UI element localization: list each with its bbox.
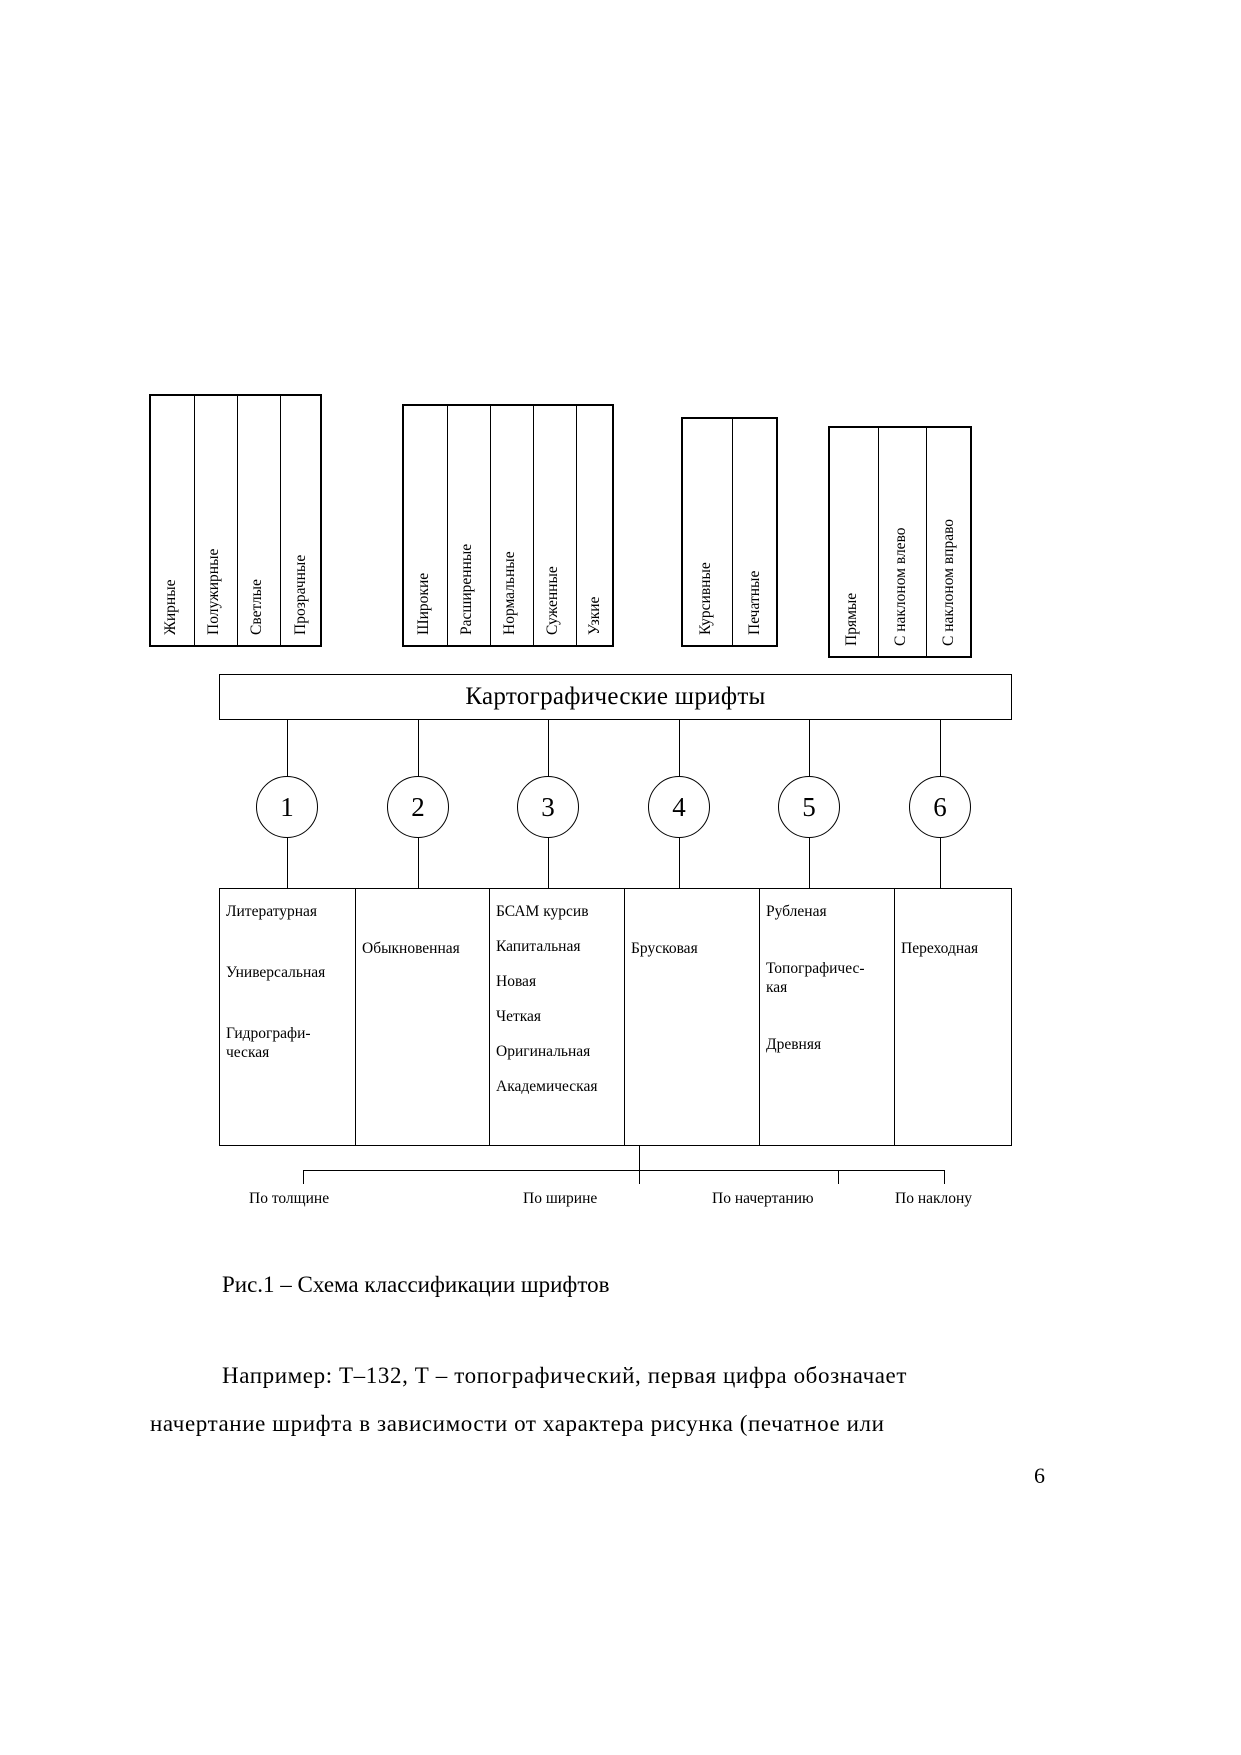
paragraph-line: начертание шрифта в зависимости от харак… [150, 1411, 885, 1436]
connector-line [679, 720, 680, 776]
table-column-2: Обыкновенная [355, 889, 489, 1145]
font-name: Академическая [496, 1077, 598, 1095]
attribute-cell: Узкие [576, 406, 616, 645]
attribute-label: Узкие [585, 596, 603, 635]
connector-line [548, 838, 549, 889]
bottom-label-thickness: По толщине [249, 1190, 330, 1207]
attribute-group-style: Курсивные Печатные [681, 417, 778, 647]
attribute-cell: Прозрачные [280, 396, 324, 645]
node-number-5: 5 [778, 776, 840, 838]
font-name: Капитальная [496, 937, 581, 955]
connector-line [418, 720, 419, 776]
node-number-4: 4 [648, 776, 710, 838]
bracket-tick [838, 1170, 839, 1184]
attribute-cell: Нормальные [490, 406, 533, 645]
bottom-label-width: По ширине [523, 1190, 598, 1207]
attribute-label: Нормальные [501, 551, 518, 635]
font-name: Четкая [496, 1007, 542, 1025]
attribute-cell: Расширенные [447, 406, 490, 645]
attribute-label: Светлые [248, 579, 265, 635]
attribute-cell: Курсивные [683, 419, 732, 645]
font-name: БСАМ курсив [496, 903, 589, 920]
node-number-label: 6 [933, 791, 947, 822]
attribute-label: С наклоном влево [891, 527, 909, 646]
attribute-cell: С наклоном влево [878, 428, 926, 656]
attribute-group-width: Широкие Расширенные Нормальные Суженные … [402, 404, 614, 647]
node-number-3: 3 [517, 776, 579, 838]
node-number-label: 2 [411, 791, 425, 822]
bracket-tick [944, 1170, 945, 1184]
font-name: Гидрографи- ческая [226, 1024, 311, 1061]
bracket-stem [639, 1146, 640, 1170]
connector-line [809, 838, 810, 889]
font-name: Оригинальная [496, 1042, 591, 1060]
attribute-label: Прямые [843, 592, 860, 646]
main-title-box: Картографические шрифты [219, 674, 1012, 720]
bottom-label-style: По начертанию [712, 1190, 814, 1207]
attribute-cell: Жирные [151, 396, 194, 645]
attribute-cell: Полужирные [194, 396, 237, 645]
table-column-6: Переходная [894, 889, 1013, 1145]
attribute-label: Печатные [745, 570, 763, 635]
attribute-label: Полужирные [205, 548, 222, 635]
attribute-label: Суженные [544, 566, 561, 635]
node-number-label: 3 [541, 791, 555, 822]
font-name: Литературная [226, 903, 318, 920]
table-column-3: БСАМ курсив Капитальная Новая Четкая Ори… [489, 889, 624, 1145]
attribute-label: С наклоном вправо [939, 518, 957, 646]
attribute-group-thickness: Жирные Полужирные Светлые Прозрачные [149, 394, 322, 647]
table-column-1: Литературная Универсальная Гидрографи- ч… [220, 889, 355, 1145]
attribute-cell: Печатные [732, 419, 780, 645]
attribute-label: Курсивные [696, 562, 714, 635]
connector-line [679, 838, 680, 889]
font-name: Брусковая [631, 940, 698, 957]
attribute-label: Широкие [414, 572, 432, 635]
connector-line [940, 720, 941, 776]
attribute-cell: Суженные [533, 406, 576, 645]
node-number-label: 5 [802, 791, 816, 822]
attribute-cell: С наклоном вправо [926, 428, 974, 656]
attribute-label: Прозрачные [291, 554, 309, 635]
node-number-2: 2 [387, 776, 449, 838]
attribute-label: Жирные [161, 579, 179, 635]
bracket-tick [303, 1170, 304, 1184]
attribute-cell: Светлые [237, 396, 280, 645]
node-number-label: 1 [280, 791, 294, 822]
font-name: Универсальная [226, 963, 326, 981]
connector-line [287, 720, 288, 776]
page-title: Картографические шрифты [465, 683, 766, 710]
table-column-5: Рубленая Топографичес- кая Древняя [759, 889, 894, 1145]
font-name: Топографичес- кая [766, 959, 865, 996]
attribute-group-slant: Прямые С наклоном влево С наклоном вправ… [828, 426, 972, 658]
font-name: Древняя [766, 1035, 822, 1053]
page-number: 6 [1034, 1463, 1045, 1488]
attribute-cell: Прямые [830, 428, 878, 656]
connector-line [418, 838, 419, 889]
font-name: Новая [496, 972, 537, 990]
attribute-label: Расширенные [458, 543, 475, 635]
attribute-cell: Широкие [404, 406, 447, 645]
bottom-label-slant: По наклону [895, 1190, 973, 1207]
font-name: Обыкновенная [362, 940, 460, 957]
figure-caption: Рис.1 – Схема классификации шрифтов [222, 1272, 610, 1297]
connector-line [809, 720, 810, 776]
bracket-rail [303, 1170, 945, 1171]
table-column-4: Брусковая [624, 889, 759, 1145]
connector-line [548, 720, 549, 776]
connector-line [940, 838, 941, 889]
font-families-table: Литературная Универсальная Гидрографи- ч… [219, 888, 1012, 1146]
connector-line [287, 838, 288, 889]
bracket-tick [639, 1170, 640, 1184]
paragraph-line: Например: Т–132, Т – топографический, пе… [222, 1363, 908, 1388]
node-number-label: 4 [672, 791, 686, 822]
font-name: Переходная [901, 940, 979, 957]
node-number-1: 1 [256, 776, 318, 838]
font-name: Рубленая [766, 903, 827, 920]
node-number-6: 6 [909, 776, 971, 838]
